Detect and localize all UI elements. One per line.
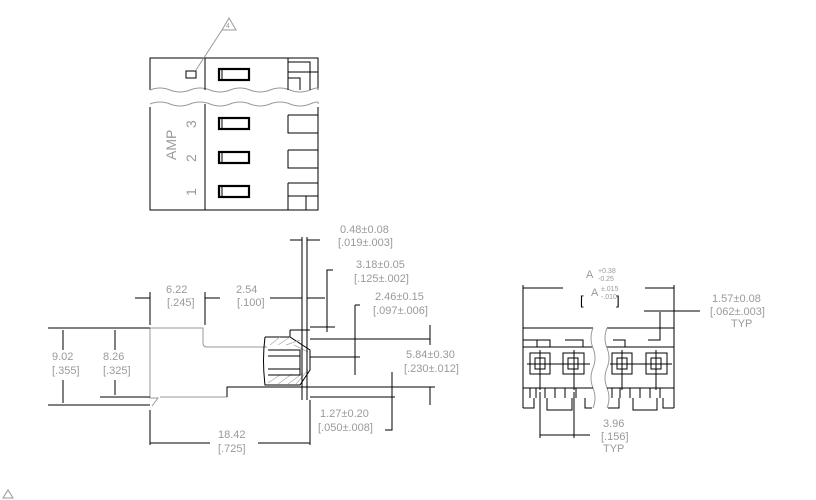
brand-label: AMP bbox=[163, 130, 179, 160]
dim-3-96-typ: TYP bbox=[603, 443, 624, 455]
dim-0-48: 0.48±0.08 bbox=[340, 224, 389, 236]
dim-2-54: 2.54 bbox=[236, 284, 257, 296]
dim-18-42-inch: [.725] bbox=[218, 443, 246, 455]
dim-a-mm-plus: +0.38 bbox=[598, 268, 616, 275]
position-1-label: 1 bbox=[183, 188, 199, 196]
dim-3-18-inch: [.125±.002] bbox=[354, 273, 409, 285]
top-view: 4 AMP 1 2 3 bbox=[149, 17, 319, 211]
dim-9-02-inch: [.355] bbox=[52, 365, 80, 377]
dim-18-42: 18.42 bbox=[218, 429, 246, 441]
note-flag-number: 4 bbox=[226, 23, 230, 30]
dim-1-27: 1.27±0.20 bbox=[320, 408, 369, 420]
dim-5-84-inch: [.230±.012] bbox=[404, 363, 459, 375]
dim-1-57-typ: TYP bbox=[731, 318, 752, 330]
dim-9-02: 9.02 bbox=[52, 351, 73, 363]
latch-tabs bbox=[287, 58, 318, 210]
dim-a-mm: A bbox=[586, 269, 594, 281]
bracket-open: [ bbox=[580, 293, 584, 308]
dim-2-46: 2.46±0.15 bbox=[375, 291, 424, 303]
dim-6-22-inch: [.245] bbox=[167, 297, 195, 309]
dim-a-inch-plus: ±.015 bbox=[601, 286, 619, 293]
dim-1-57-inch: [.062±.003] bbox=[710, 306, 765, 318]
contact-slots bbox=[217, 67, 251, 199]
dim-3-96-inch: [.156] bbox=[601, 431, 629, 443]
dim-a-inch: A bbox=[591, 287, 599, 299]
dim-8-26: 8.26 bbox=[103, 351, 124, 363]
bracket-close: ] bbox=[616, 293, 620, 308]
dim-8-26-inch: [.325] bbox=[103, 365, 131, 377]
note-flag-triangle-icon bbox=[221, 17, 237, 31]
position-3-label: 3 bbox=[183, 120, 199, 128]
dim-1-27-inch: [.050±.008] bbox=[318, 422, 373, 434]
dim-1-57: 1.57±0.08 bbox=[712, 293, 761, 305]
dim-3-18: 3.18±0.05 bbox=[356, 259, 405, 271]
marker-square-icon bbox=[185, 70, 197, 79]
dim-6-22: 6.22 bbox=[166, 284, 187, 296]
side-view: 6.22 [.245] 2.54 [.100] 9.02 [.355] 8.26… bbox=[48, 224, 459, 455]
front-view: [ ] A +0.38 -0.25 A ±.015 -.010 1.57±0.0… bbox=[522, 268, 765, 455]
position-2-label: 2 bbox=[183, 154, 199, 162]
contact-cavities bbox=[527, 350, 672, 390]
dim-5-84: 5.84±0.30 bbox=[406, 349, 455, 361]
dim-2-46-inch: [.097±.006] bbox=[373, 305, 428, 317]
dim-2-54-inch: [.100] bbox=[237, 297, 265, 309]
corner-triangle-icon bbox=[2, 489, 14, 499]
dim-0-48-inch: [.019±.003] bbox=[338, 237, 393, 249]
dim-a-inch-minus: -.010 bbox=[601, 294, 617, 301]
dim-3-96: 3.96 bbox=[603, 418, 624, 430]
dim-a-mm-minus: -0.25 bbox=[598, 276, 614, 283]
